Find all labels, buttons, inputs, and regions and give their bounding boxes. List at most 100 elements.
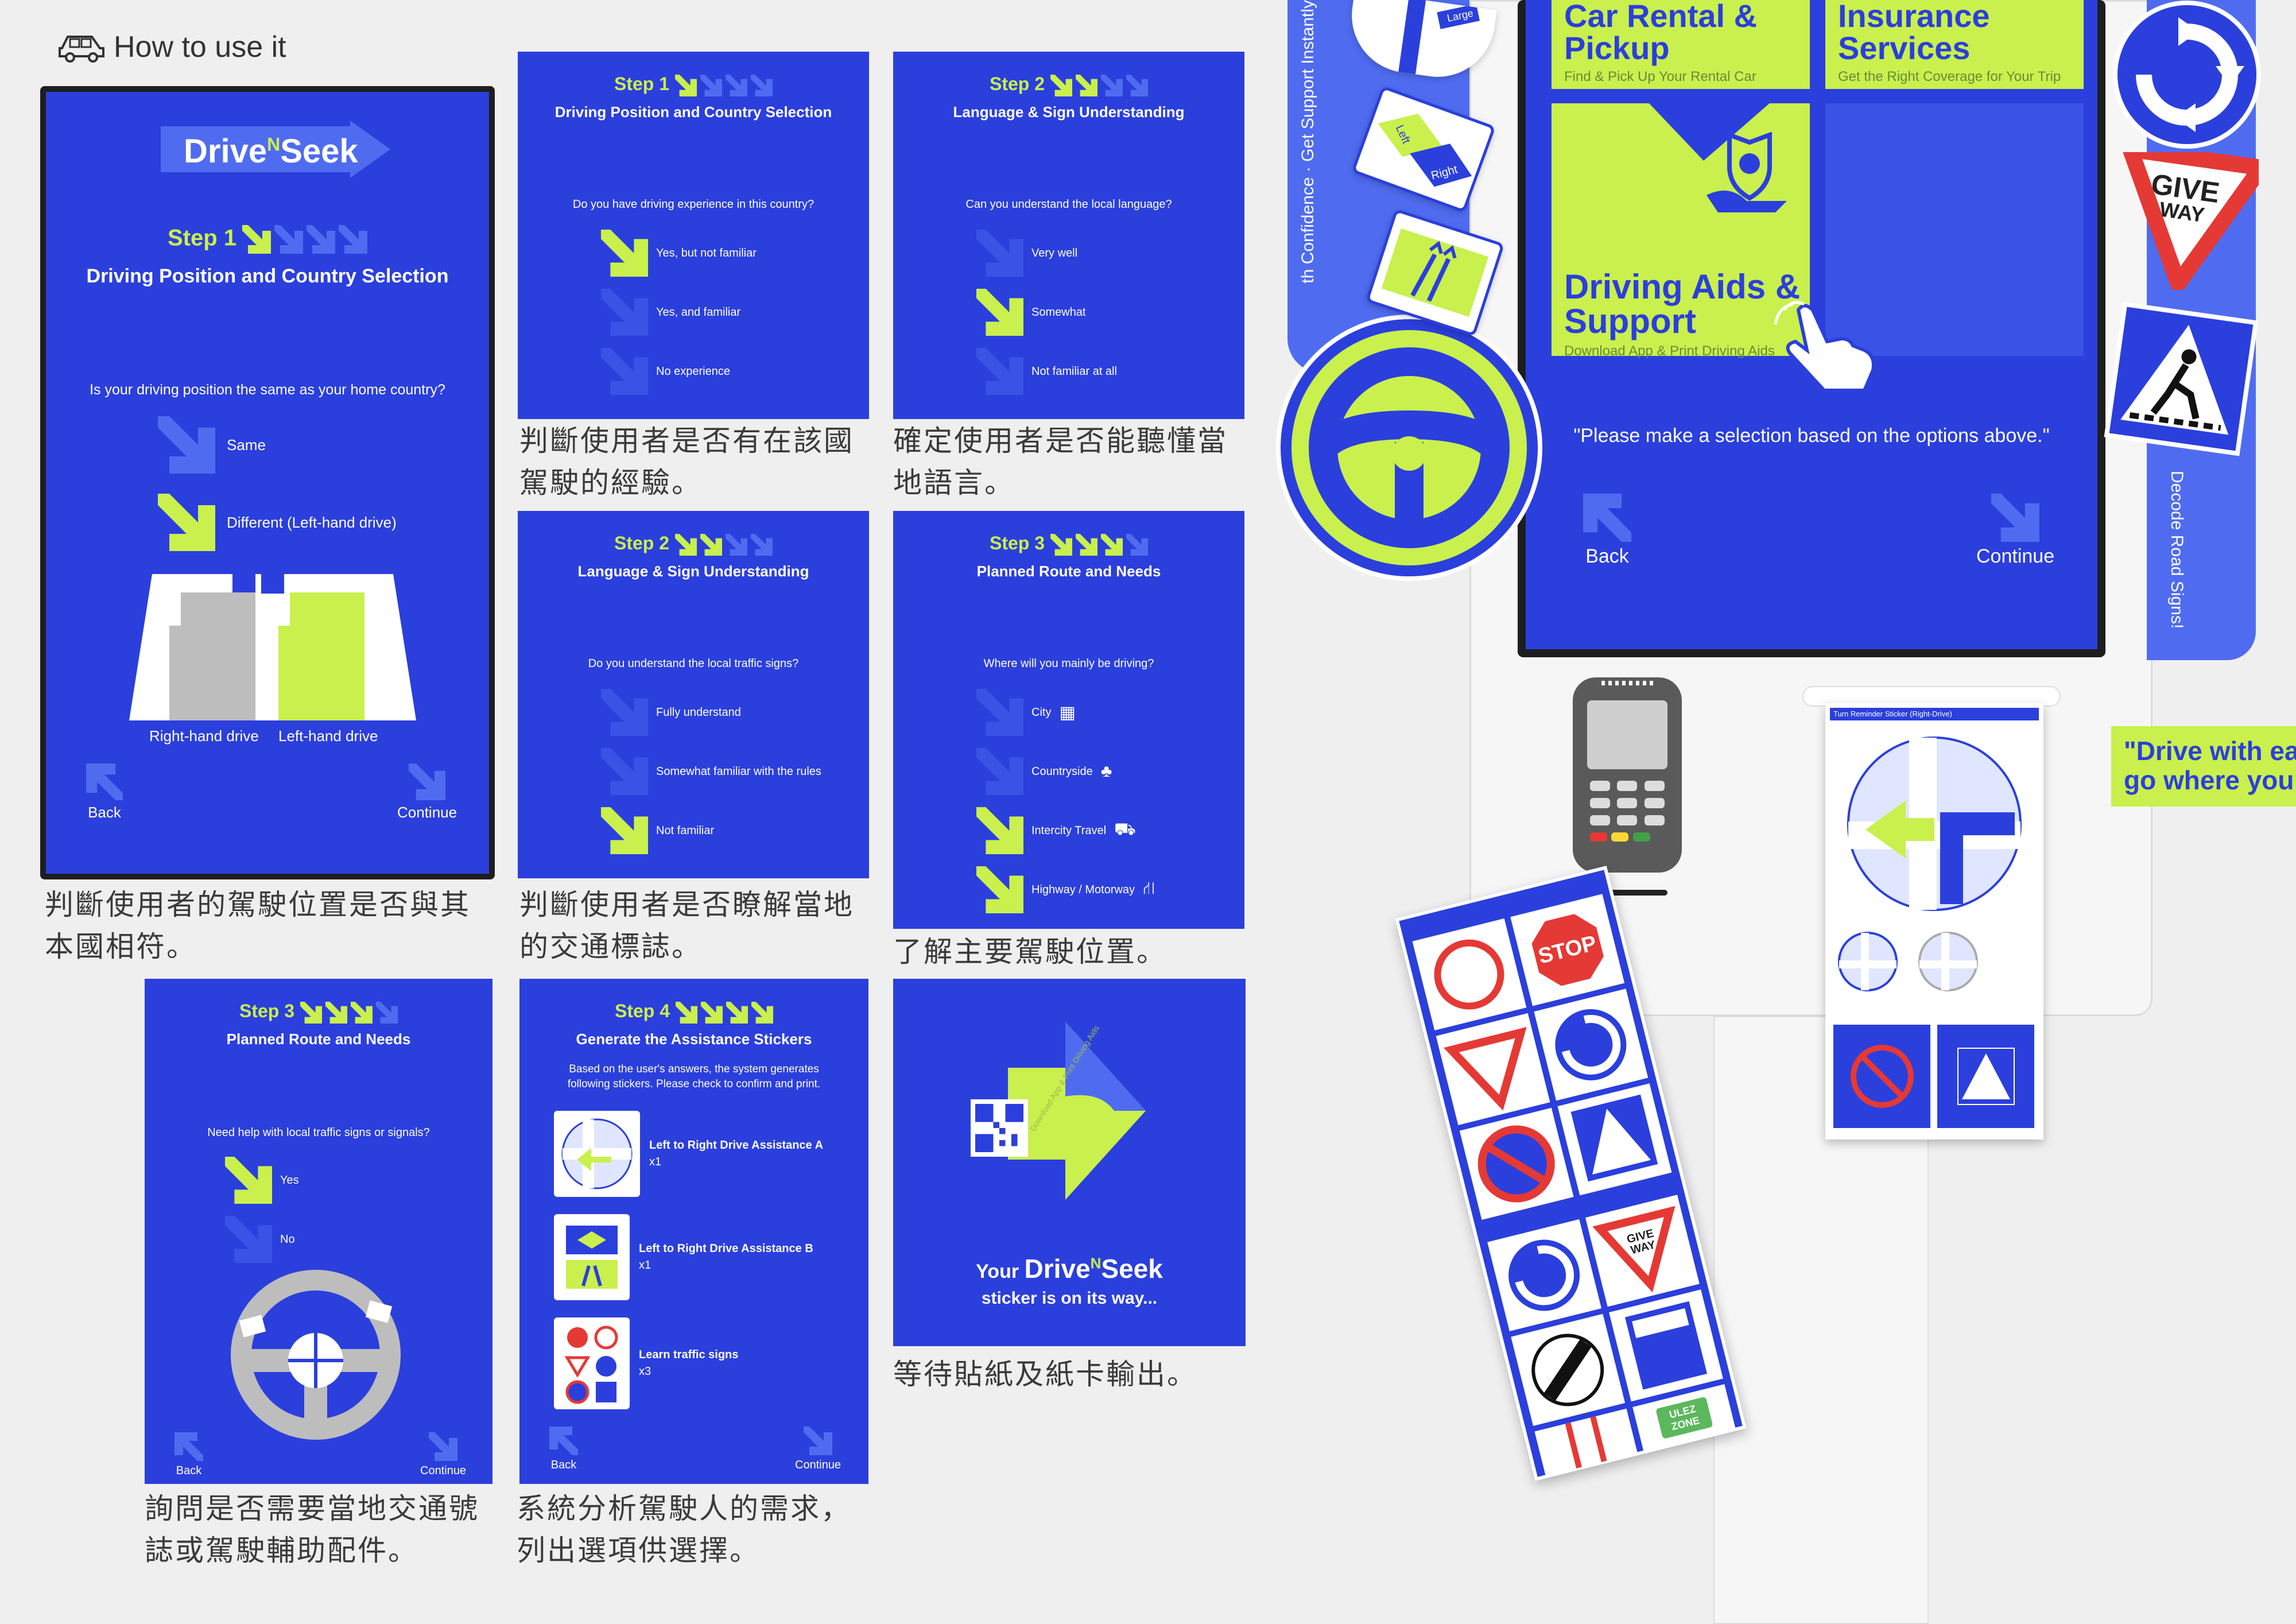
option-intercity[interactable]: Intercity Travel⛟ — [976, 807, 1136, 854]
printed-sticker-sheet: Turn Reminder Sticker (Right-Drive) — [1825, 703, 2043, 1139]
card-reader-icon — [1570, 677, 1685, 901]
label-right-hand-drive: Right-hand drive — [149, 727, 259, 745]
step-subtitle: Planned Route and Needs — [226, 1030, 411, 1048]
card-lanes — [1365, 208, 1505, 337]
continue-arrow-icon — [429, 1432, 458, 1461]
roundabout-sign-icon — [2112, 0, 2262, 149]
option[interactable]: Yes, but not familiar — [601, 230, 757, 277]
sticker-thumb-signs — [554, 1317, 630, 1409]
page-title: How to use it — [114, 30, 286, 64]
kiosk-prompt: "Please make a selection based on the op… — [1573, 425, 2050, 447]
ulez-zone-sign: ULEZ ZONE — [1655, 1396, 1713, 1440]
step-subtitle: Language & Sign Understanding — [577, 563, 809, 580]
option-different[interactable]: Different (Left-hand drive) — [158, 494, 397, 551]
kiosk-left-band-text: th Confidence · Get Support Instantly — [1298, 0, 1317, 284]
step-label: Step 2 — [518, 533, 869, 556]
kiosk-back-button[interactable]: Back — [1583, 494, 1631, 568]
arrow-icon — [158, 416, 215, 474]
caption-step2-signs: 判斷使用者是否瞭解當地的交通標誌。 — [519, 888, 854, 963]
option-city[interactable]: City▦ — [976, 689, 1076, 736]
option[interactable]: Somewhat — [976, 289, 1086, 336]
tree-icon: ♣ — [1100, 762, 1112, 781]
option-yes[interactable]: Yes — [225, 1157, 299, 1204]
step-subtitle: Driving Position and Country Selection — [86, 265, 449, 287]
screen-step4-stickers: Step 4 Generate the Assistance Stickers … — [519, 979, 868, 1484]
card-left-right: Left Right — [1351, 85, 1496, 214]
caption-step3-needs: 詢問是否需要當地交通號誌或駕駛輔助配件。 — [145, 1492, 479, 1567]
step-label: Step 3 — [893, 533, 1244, 556]
caption-step4: 系統分析駕駛人的需求，列出選項供選擇。 — [517, 1492, 851, 1567]
step-progress — [242, 225, 368, 254]
tile-car-rental[interactable]: Car Rental & Pickup Find & Pick Up Your … — [1552, 0, 1810, 89]
step-label: Step 1 — [46, 225, 489, 254]
shield-hand-icon — [1707, 131, 1793, 212]
building-icon: ▦ — [1059, 703, 1076, 722]
option[interactable]: Very well — [976, 230, 1077, 277]
continue-button[interactable]: Continue — [795, 1427, 841, 1472]
steering-wheel-emblem — [1274, 313, 1544, 583]
kiosk-continue-button[interactable]: Continue — [1976, 494, 2054, 568]
screen-printing: Download App & Print Driving Aids Your D… — [893, 979, 1246, 1346]
option[interactable]: Somewhat familiar with the rules — [601, 748, 821, 795]
arrow-icon — [601, 348, 648, 395]
car-seat-diagram — [129, 574, 416, 720]
brand-seek: Seek — [280, 133, 358, 170]
slogan-box: "Drive with ea go where you — [2111, 726, 2296, 807]
option-no[interactable]: No — [225, 1216, 295, 1263]
steering-wheel-icon — [230, 1269, 402, 1441]
arrow-icon — [601, 289, 648, 336]
caption-step1: 判斷使用者是否有在該國駕駛的經驗。 — [519, 424, 854, 499]
arrow-icon — [225, 1216, 272, 1263]
option[interactable]: Not familiar — [601, 807, 714, 854]
back-arrow-icon — [174, 1432, 203, 1461]
option-countryside[interactable]: Countryside♣ — [976, 748, 1112, 795]
option-highway[interactable]: Highway / Motorway⛙ — [976, 866, 1155, 913]
qr-code-icon — [971, 1099, 1028, 1157]
question: Do you understand the local traffic sign… — [588, 657, 799, 670]
back-button[interactable]: Back — [174, 1432, 203, 1478]
sticker-on-way-title: Your DriveNSeek — [976, 1254, 1163, 1284]
arrow-icon — [601, 689, 648, 736]
back-button[interactable]: Back — [549, 1427, 578, 1472]
continue-button[interactable]: Continue — [420, 1432, 466, 1478]
screen-step3-route: Step 3 Planned Route and Needs Where wil… — [893, 511, 1244, 929]
question: Can you understand the local language? — [965, 198, 1172, 211]
sticker-sheet-title: Turn Reminder Sticker (Right-Drive) — [1830, 708, 2039, 720]
highway-icon: ⛙ — [1143, 879, 1155, 898]
sticker-thumb-a — [554, 1111, 640, 1197]
arrow-icon — [976, 348, 1023, 395]
option[interactable]: Fully understand — [601, 689, 741, 736]
arrow-icon — [601, 748, 648, 795]
back-button[interactable]: Back — [86, 763, 123, 821]
option[interactable]: No experience — [601, 348, 730, 395]
step-label: Step 2 — [893, 73, 1244, 96]
tile-driving-aids[interactable]: Driving Aids & Support Download App & Pr… — [1552, 103, 1810, 359]
option[interactable]: Not familiar at all — [976, 348, 1117, 395]
arrow-icon — [976, 748, 1023, 795]
step-label: Step 3 — [145, 1001, 492, 1024]
tile-insurance[interactable]: Insurance Services Get the Right Coverag… — [1825, 0, 2084, 89]
brand-drive: Drive — [184, 133, 267, 170]
option[interactable]: Yes, and familiar — [601, 289, 740, 336]
back-arrow-icon — [549, 1427, 578, 1455]
road-sign-strip: STOP GIVE WAY ULEZ ZONE — [1395, 866, 1747, 1481]
brand-logo: DriveNSeek — [161, 121, 390, 184]
screen-step2-language: Step 2 Language & Sign Understanding Can… — [893, 52, 1244, 419]
card-small-large: Large — [1344, 0, 1497, 84]
step-subtitle: Driving Position and Country Selection — [554, 103, 832, 121]
continue-arrow-icon — [804, 1427, 833, 1455]
arrow-icon — [158, 494, 215, 551]
caption-main: 判斷使用者的駕駛位置是否與其本國相符。 — [45, 888, 471, 963]
option-same[interactable]: Same — [158, 416, 266, 474]
back-arrow-icon — [86, 763, 123, 800]
continue-button[interactable]: Continue — [397, 763, 457, 821]
sticker-on-way-sub: sticker is on its way... — [981, 1289, 1158, 1308]
arrow-icon — [601, 807, 648, 854]
kiosk-screen: Car Rental & Pickup Find & Pick Up Your … — [1518, 0, 2105, 657]
arrow-icon — [225, 1157, 272, 1204]
label-left-hand-drive: Left-hand drive — [278, 727, 378, 745]
